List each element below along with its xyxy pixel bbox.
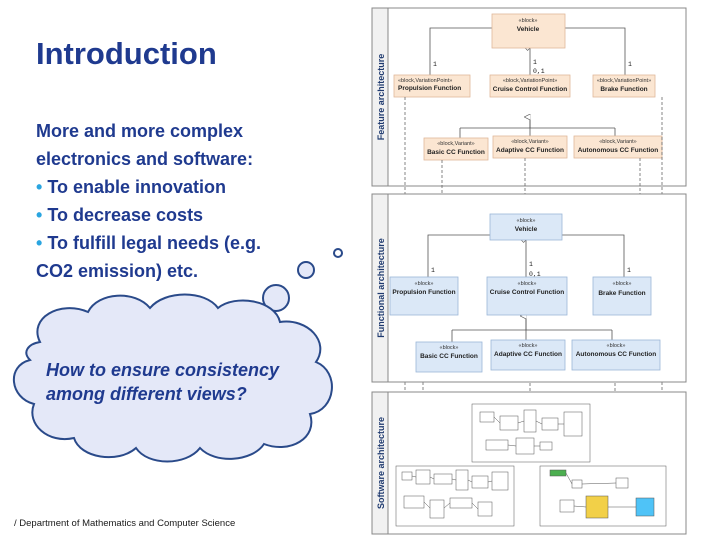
cloud-text-line: How to ensure consistency: [46, 360, 280, 380]
cloud-text-line: among different views?: [46, 384, 247, 404]
simulink-model-right: [539, 465, 667, 527]
bullet-text: To decrease costs: [47, 205, 204, 225]
bullet-icon: •: [36, 177, 43, 197]
svg-text:«block,Variant»: «block,Variant»: [511, 139, 549, 145]
svg-text:«block»: «block»: [519, 343, 538, 349]
feature-arch-label: Feature architecture: [376, 54, 386, 141]
brake-function-block: «block» Brake Function: [592, 276, 652, 316]
software-architecture-panel: Software architecture: [371, 391, 687, 535]
svg-text:Propulsion Function: Propulsion Function: [392, 289, 455, 296]
svg-text:Propulsion Function: Propulsion Function: [398, 85, 461, 92]
bullet-list: More and more complex electronics and so…: [36, 117, 336, 285]
autonomous-cc-function-block: «block» Autonomous CC Function: [571, 339, 661, 371]
bullet-icon: •: [36, 233, 43, 253]
intro-line: More and more complex: [36, 121, 244, 141]
svg-text:Autonomous CC Function: Autonomous CC Function: [578, 147, 659, 154]
bullet-item: • To decrease costs: [36, 201, 336, 229]
thought-bubble-medium: [297, 261, 315, 279]
functional-architecture-panel: Functional architecture 1 1 0,1 1 «block…: [371, 193, 687, 383]
panel-label-strip: [371, 7, 389, 187]
slide-title: Introduction: [36, 36, 217, 71]
svg-text:«block»: «block»: [415, 281, 434, 287]
svg-text:«block,VariationPoint»: «block,VariationPoint»: [503, 78, 557, 84]
propulsion-function-block: «block,VariationPoint» Propulsion Functi…: [393, 74, 471, 98]
multiplicity-label: 0,1: [529, 271, 541, 278]
svg-text:«block,Variant»: «block,Variant»: [599, 139, 637, 145]
bullet-continuation: CO2 emission) etc.: [36, 261, 199, 281]
svg-text:«block»: «block»: [607, 343, 626, 349]
svg-text:Adaptive CC Function: Adaptive CC Function: [494, 351, 562, 358]
propulsion-function-block: «block» Propulsion Function: [389, 276, 459, 316]
multiplicity-label: 1: [627, 267, 631, 274]
basic-cc-function-block: «block,Variant» Basic CC Function: [423, 137, 489, 161]
simulink-model-left: [395, 465, 515, 527]
svg-text:Adaptive CC Function: Adaptive CC Function: [496, 147, 564, 154]
bullet-icon: •: [36, 205, 43, 225]
svg-text:«block»: «block»: [517, 218, 536, 224]
composition-line: [565, 27, 626, 75]
multiplicity-label: 1: [628, 61, 632, 68]
adaptive-cc-function-block: «block,Variant» Adaptive CC Function: [492, 135, 568, 159]
panel-label-strip: [371, 391, 389, 535]
multiplicity-label: 0,1: [533, 68, 545, 75]
vehicle-block: «block» Vehicle: [491, 13, 566, 49]
brake-function-block: «block,VariationPoint» Brake Function: [592, 74, 656, 98]
simulink-model-top: [471, 403, 591, 463]
intro-line: electronics and software:: [36, 149, 254, 169]
feature-architecture-panel: Feature architecture 1 1 0,1 1 «block» V…: [371, 7, 687, 187]
thought-cloud: [13, 248, 343, 463]
autonomous-cc-function-block: «block,Variant» Autonomous CC Function: [573, 135, 663, 159]
bullet-item: • To enable innovation: [36, 173, 336, 201]
svg-text:Vehicle: Vehicle: [517, 26, 540, 33]
multiplicity-label: 1: [433, 61, 437, 68]
functional-arch-label: Functional architecture: [376, 238, 386, 338]
composition-line: [427, 234, 490, 277]
svg-text:Cruise Control Function: Cruise Control Function: [490, 289, 564, 296]
software-arch-label: Software architecture: [376, 417, 386, 509]
svg-text:Autonomous CC Function: Autonomous CC Function: [576, 351, 657, 358]
svg-text:Vehicle: Vehicle: [515, 226, 538, 233]
basic-cc-function-block: «block» Basic CC Function: [415, 341, 483, 373]
adaptive-cc-function-block: «block» Adaptive CC Function: [490, 339, 566, 371]
cruise-control-function-block: «block» Cruise Control Function: [486, 276, 568, 316]
thought-bubble-large: [262, 284, 290, 312]
cloud-question: How to ensure consistency among differen…: [46, 358, 316, 406]
thought-bubble-small: [333, 248, 343, 258]
multiplicity-label: 1: [529, 261, 533, 268]
cloud-shape: [13, 293, 333, 463]
svg-text:«block,VariationPoint»: «block,VariationPoint»: [398, 78, 452, 84]
panel-label-strip: [371, 193, 389, 383]
svg-text:«block»: «block»: [518, 281, 537, 287]
svg-text:«block,VariationPoint»: «block,VariationPoint»: [597, 78, 651, 84]
multiplicity-label: 1: [431, 267, 435, 274]
svg-text:Basic CC Function: Basic CC Function: [420, 353, 478, 360]
svg-text:«block»: «block»: [440, 345, 459, 351]
svg-text:Brake Function: Brake Function: [600, 86, 647, 93]
svg-text:Basic CC Function: Basic CC Function: [427, 149, 485, 156]
vehicle-block: «block» Vehicle: [489, 213, 563, 241]
svg-text:Cruise Control Function: Cruise Control Function: [493, 86, 567, 93]
composition-line: [429, 27, 492, 75]
bullet-item: • To fulfill legal needs (e.g.: [36, 229, 336, 257]
svg-text:«block»: «block»: [519, 18, 538, 24]
cruise-control-function-block: «block,VariationPoint» Cruise Control Fu…: [489, 74, 571, 98]
multiplicity-label: 1: [533, 59, 537, 66]
composition-line: [562, 234, 625, 277]
footer-text: / Department of Mathematics and Computer…: [14, 518, 236, 529]
bullet-text: To fulfill legal needs (e.g.: [47, 233, 262, 253]
svg-text:«block»: «block»: [613, 281, 632, 287]
svg-text:Brake Function: Brake Function: [598, 290, 645, 297]
bullet-text: To enable innovation: [47, 177, 227, 197]
svg-text:«block,Variant»: «block,Variant»: [437, 141, 475, 147]
